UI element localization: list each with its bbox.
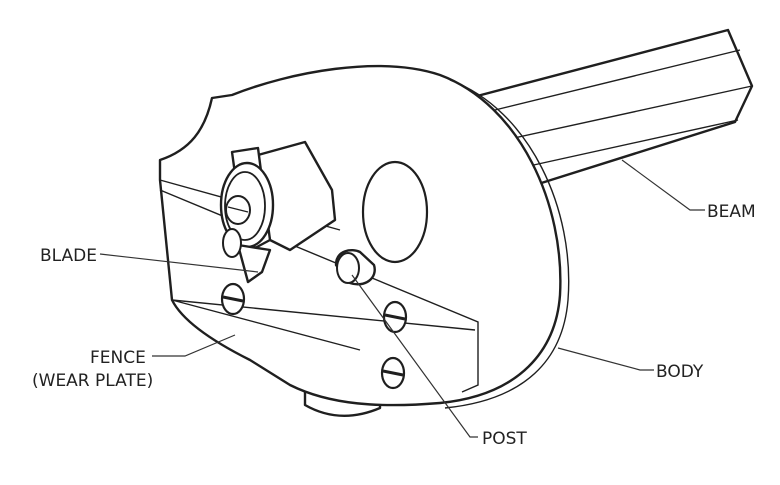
post	[334, 249, 376, 286]
label-blade: BLADE	[40, 246, 97, 266]
blade-holder	[219, 140, 337, 252]
beam-hole	[361, 160, 429, 264]
label-post: POST	[482, 429, 527, 449]
label-wear-plate: (WEAR PLATE)	[32, 371, 153, 391]
fence-screw-upper-right	[382, 300, 408, 334]
label-fence: FENCE	[90, 348, 146, 368]
beam-leader	[621, 159, 705, 211]
blade-leader	[99, 253, 259, 273]
body	[158, 64, 570, 409]
fence-screw-left	[220, 282, 246, 316]
fence-leader	[152, 334, 236, 357]
label-body: BODY	[656, 362, 704, 382]
blade-screw-head	[222, 228, 242, 258]
post-leader	[351, 274, 478, 438]
blade	[236, 243, 272, 284]
label-beam: BEAM	[707, 202, 756, 222]
fence-screw-lower-right	[380, 356, 406, 390]
body-leader	[557, 347, 654, 371]
